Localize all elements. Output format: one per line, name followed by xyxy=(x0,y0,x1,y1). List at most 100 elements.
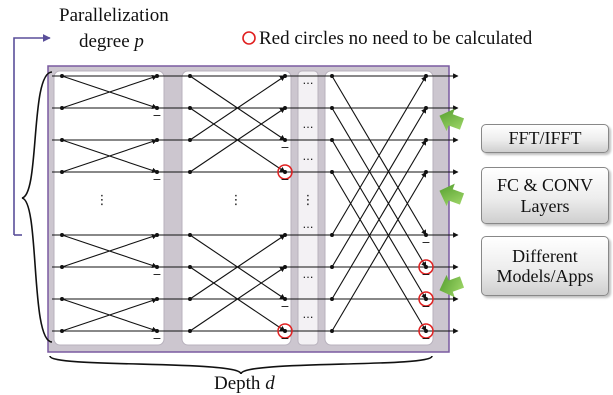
node-dot xyxy=(283,329,287,333)
wire xyxy=(61,138,158,173)
red-circle-marker xyxy=(277,164,293,180)
stage-panel-2 xyxy=(181,70,292,346)
minus-sign: − xyxy=(280,332,289,345)
minus-sign: − xyxy=(421,332,430,345)
node-dot xyxy=(283,265,287,269)
models-apps-label-line2: Models/Apps xyxy=(496,266,594,286)
fc-conv-box: FC & CONV Layers xyxy=(481,167,609,224)
degree-label: degree p xyxy=(79,32,144,51)
depth-variable: d xyxy=(265,373,275,394)
node-dot xyxy=(155,265,159,269)
minus-sign: − xyxy=(421,236,430,249)
fft-ifft-box: FFT/IFFT xyxy=(481,124,609,153)
wire xyxy=(331,75,427,236)
node-dot xyxy=(188,265,192,269)
node-dot xyxy=(155,138,159,142)
horizontal-dots: … xyxy=(303,308,314,321)
parallelization-label: Parallelization xyxy=(59,6,169,25)
node-dot xyxy=(155,74,159,78)
node-dot xyxy=(60,106,64,110)
fft-ifft-label: FFT/IFFT xyxy=(508,128,582,149)
wire xyxy=(61,74,158,109)
minus-sign: − xyxy=(152,332,161,345)
node-dot xyxy=(188,233,192,237)
node-dot xyxy=(330,170,334,174)
stage-panel-last xyxy=(324,70,434,346)
green-arrow-icon xyxy=(439,274,465,298)
red-circle-marker xyxy=(277,323,293,339)
vertical-dots: ⋮ xyxy=(96,193,109,208)
horizontal-dots: … xyxy=(303,150,314,163)
node-dot xyxy=(60,329,64,333)
wire xyxy=(189,234,286,300)
fc-conv-label-line2: Layers xyxy=(520,195,570,216)
fc-conv-label-line1: FC & CONV xyxy=(496,175,594,196)
node-dot xyxy=(155,170,159,174)
minus-sign: − xyxy=(280,141,289,154)
node-dot xyxy=(283,170,287,174)
node-dot xyxy=(283,297,287,301)
node-dot xyxy=(330,329,334,333)
horizontal-dots: … xyxy=(303,74,314,87)
minus-sign: − xyxy=(152,268,161,281)
node-dot xyxy=(188,297,192,301)
degree-text: degree xyxy=(79,31,130,52)
red-circle-marker xyxy=(418,259,434,275)
minus-sign: − xyxy=(280,173,289,186)
node-dot xyxy=(188,74,192,78)
horizontal-dots: … xyxy=(303,218,314,231)
node-dot xyxy=(330,138,334,142)
minus-sign: − xyxy=(421,300,430,313)
parallel-bracket-arrow xyxy=(13,34,51,235)
node-dot xyxy=(188,170,192,174)
wire xyxy=(331,107,427,268)
node-dot xyxy=(155,297,159,301)
node-dot xyxy=(330,106,334,110)
wire xyxy=(331,171,427,332)
node-dot xyxy=(60,297,64,301)
node-dot xyxy=(60,265,64,269)
horizontal-dots: … xyxy=(303,118,314,131)
node-dot xyxy=(330,265,334,269)
wire xyxy=(189,75,286,141)
skipped-nodes xyxy=(277,164,434,339)
wire xyxy=(61,233,158,268)
node-dot xyxy=(424,106,428,110)
node-dot xyxy=(155,329,159,333)
depth-text: Depth xyxy=(214,373,261,394)
node-dot xyxy=(60,233,64,237)
depth-label: Depth d xyxy=(214,374,275,393)
legend-caption: Red circles no need to be calculated xyxy=(259,28,533,49)
node-dot xyxy=(424,138,428,142)
vertical-dots: ⋮ xyxy=(302,193,315,208)
node-dot xyxy=(424,74,428,78)
node-dot xyxy=(188,329,192,333)
node-dot xyxy=(60,170,64,174)
node-dot xyxy=(424,297,428,301)
stage-panel-1 xyxy=(53,70,165,346)
legend-text: Red circles no need to be calculated xyxy=(259,29,532,48)
node-dot xyxy=(60,74,64,78)
depth-brace xyxy=(49,355,433,375)
green-arrow-icon xyxy=(439,108,465,132)
degree-variable: p xyxy=(134,31,144,52)
node-dot xyxy=(155,106,159,110)
vertical-dots: ⋮ xyxy=(230,193,243,208)
node-dot xyxy=(283,74,287,78)
red-circle-marker xyxy=(418,291,434,307)
node-dot xyxy=(330,233,334,237)
horizontal-dots: … xyxy=(303,268,314,281)
red-circle-marker xyxy=(418,323,434,339)
node-dot xyxy=(283,138,287,142)
minus-sign: − xyxy=(421,268,430,281)
node-dot xyxy=(424,265,428,269)
wire xyxy=(331,139,427,300)
parallelization-label-line1: Parallelization xyxy=(59,5,169,26)
node-dot xyxy=(283,106,287,110)
minus-sign: − xyxy=(152,173,161,186)
node-dot xyxy=(283,233,287,237)
node-dot xyxy=(330,74,334,78)
node-dot xyxy=(188,106,192,110)
node-dot xyxy=(424,233,428,237)
